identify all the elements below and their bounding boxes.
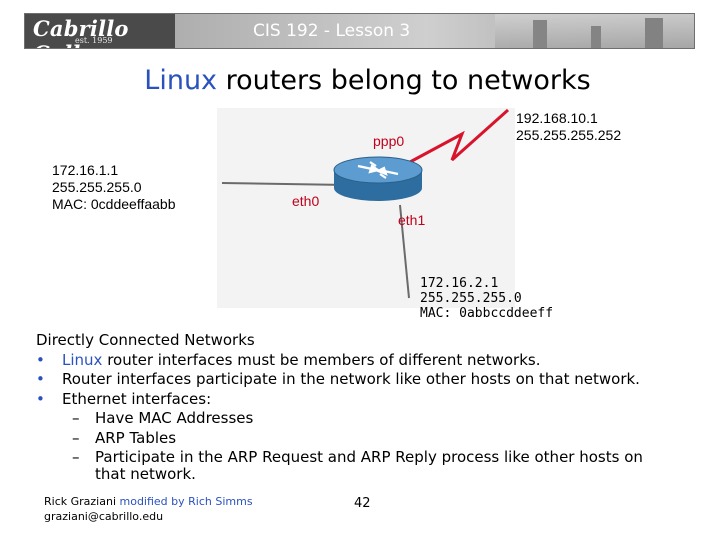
eth1-link <box>399 204 410 299</box>
wan-host-mask: 255.255.255.252 <box>516 127 622 143</box>
bottom-host-info: 172.16.2.1 255.255.255.0 MAC: 0abbccddee… <box>420 276 553 321</box>
bullet-text: router interfaces must be members of dif… <box>102 350 541 369</box>
wan-host-ip: 192.168.10.1 <box>516 110 598 126</box>
modified-by: modified by Rich Simms <box>119 495 253 508</box>
left-host-mask: 255.255.255.0 <box>52 179 142 195</box>
diagram-background <box>217 108 515 308</box>
title-accent: Linux <box>144 65 218 96</box>
bullet-item: Linux router interfaces must be members … <box>36 351 716 371</box>
campus-photo <box>495 14 694 48</box>
logo-est: est. 1959 <box>75 36 113 45</box>
bullet-accent: Linux <box>62 350 103 369</box>
sub-bullet-text: Have MAC Addresses <box>95 409 254 427</box>
cabrillo-logo: Cabrillo College est. 1959 <box>25 14 175 48</box>
sub-bullet-text: ARP Tables <box>95 428 177 447</box>
bottom-host-mask: 255.255.255.0 <box>420 291 522 306</box>
lesson-title: CIS 192 - Lesson 3 <box>253 21 411 41</box>
bullet-text: Ethernet interfaces: <box>62 389 212 408</box>
title-rest: routers belong to networks <box>217 65 591 96</box>
sub-bullet-text: Participate in the ARP Request and ARP R… <box>95 448 643 466</box>
section-heading: Directly Connected Networks <box>36 331 255 349</box>
bullet-text: Router interfaces participate in the net… <box>62 370 640 388</box>
slide-body: Directly Connected Networks Linux router… <box>36 331 716 484</box>
bottom-host-mac: MAC: 0abbccddeeff <box>420 306 554 321</box>
router-icon <box>333 156 423 201</box>
left-host-mac: MAC: 0cddeeffaabb <box>52 196 176 212</box>
bullet-item: Router interfaces participate in the net… <box>36 370 716 390</box>
eth0-link <box>221 182 349 186</box>
author-email: graziani@cabrillo.edu <box>44 510 164 523</box>
sub-bullet-item: –ARP Tables <box>72 428 177 447</box>
sub-bullet-item: –Participate in the ARP Request and ARP … <box>72 448 643 466</box>
ppp0-label: ppp0 <box>373 133 405 149</box>
page-number: 42 <box>354 496 371 511</box>
eth0-label: eth0 <box>292 193 320 209</box>
slide-title: Linux routers belong to networks <box>0 65 720 96</box>
logo-name: Cabrillo College <box>33 16 129 48</box>
eth1-label: eth1 <box>398 212 426 228</box>
author-name: Rick Graziani <box>44 495 116 508</box>
header-bar: Cabrillo College est. 1959 CIS 192 - Les… <box>24 13 695 49</box>
bottom-host-ip: 172.16.2.1 <box>420 276 499 291</box>
wan-host-info: 192.168.10.1 255.255.255.252 <box>516 110 621 144</box>
sub-bullet-item: –Have MAC Addresses <box>72 409 254 427</box>
left-host-info: 172.16.1.1 255.255.255.0 MAC: 0cddeeffaa… <box>52 162 176 213</box>
sub-bullet-continuation: that network. <box>95 464 196 483</box>
left-host-ip: 172.16.1.1 <box>52 162 119 178</box>
ppp0-serial-link <box>409 108 509 164</box>
bullet-item: Ethernet interfaces: <box>36 390 716 410</box>
footer-author: Rick Graziani modified by Rich Simms gra… <box>44 494 253 524</box>
